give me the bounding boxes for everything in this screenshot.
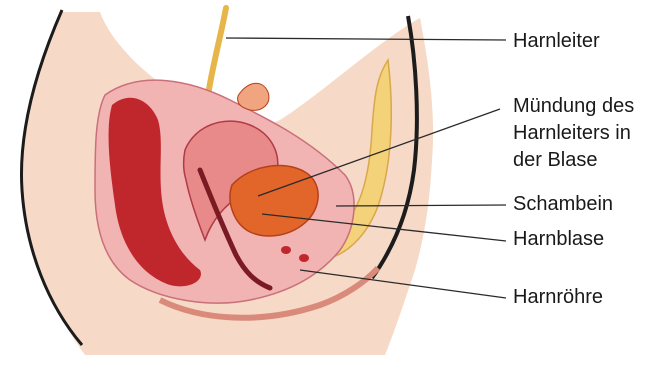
urethra-spot-1 [281, 246, 291, 254]
label-schambein: Schambein [513, 191, 613, 218]
label-harnblase: Harnblase [513, 226, 604, 253]
label-muendung-des-harnleiters: Mündung des Harnleiters in der Blase [513, 93, 634, 174]
label-harnroehre: Harnröhre [513, 284, 603, 311]
label-muendung-line-1: Mündung des [513, 93, 634, 120]
urethra-spot-2 [299, 254, 309, 262]
label-harnleiter: Harnleiter [513, 28, 600, 55]
leader-harnleiter [226, 38, 506, 40]
ovary-tube [238, 83, 269, 110]
label-muendung-line-2: Harnleiters in [513, 120, 634, 147]
label-muendung-line-3: der Blase [513, 147, 634, 174]
